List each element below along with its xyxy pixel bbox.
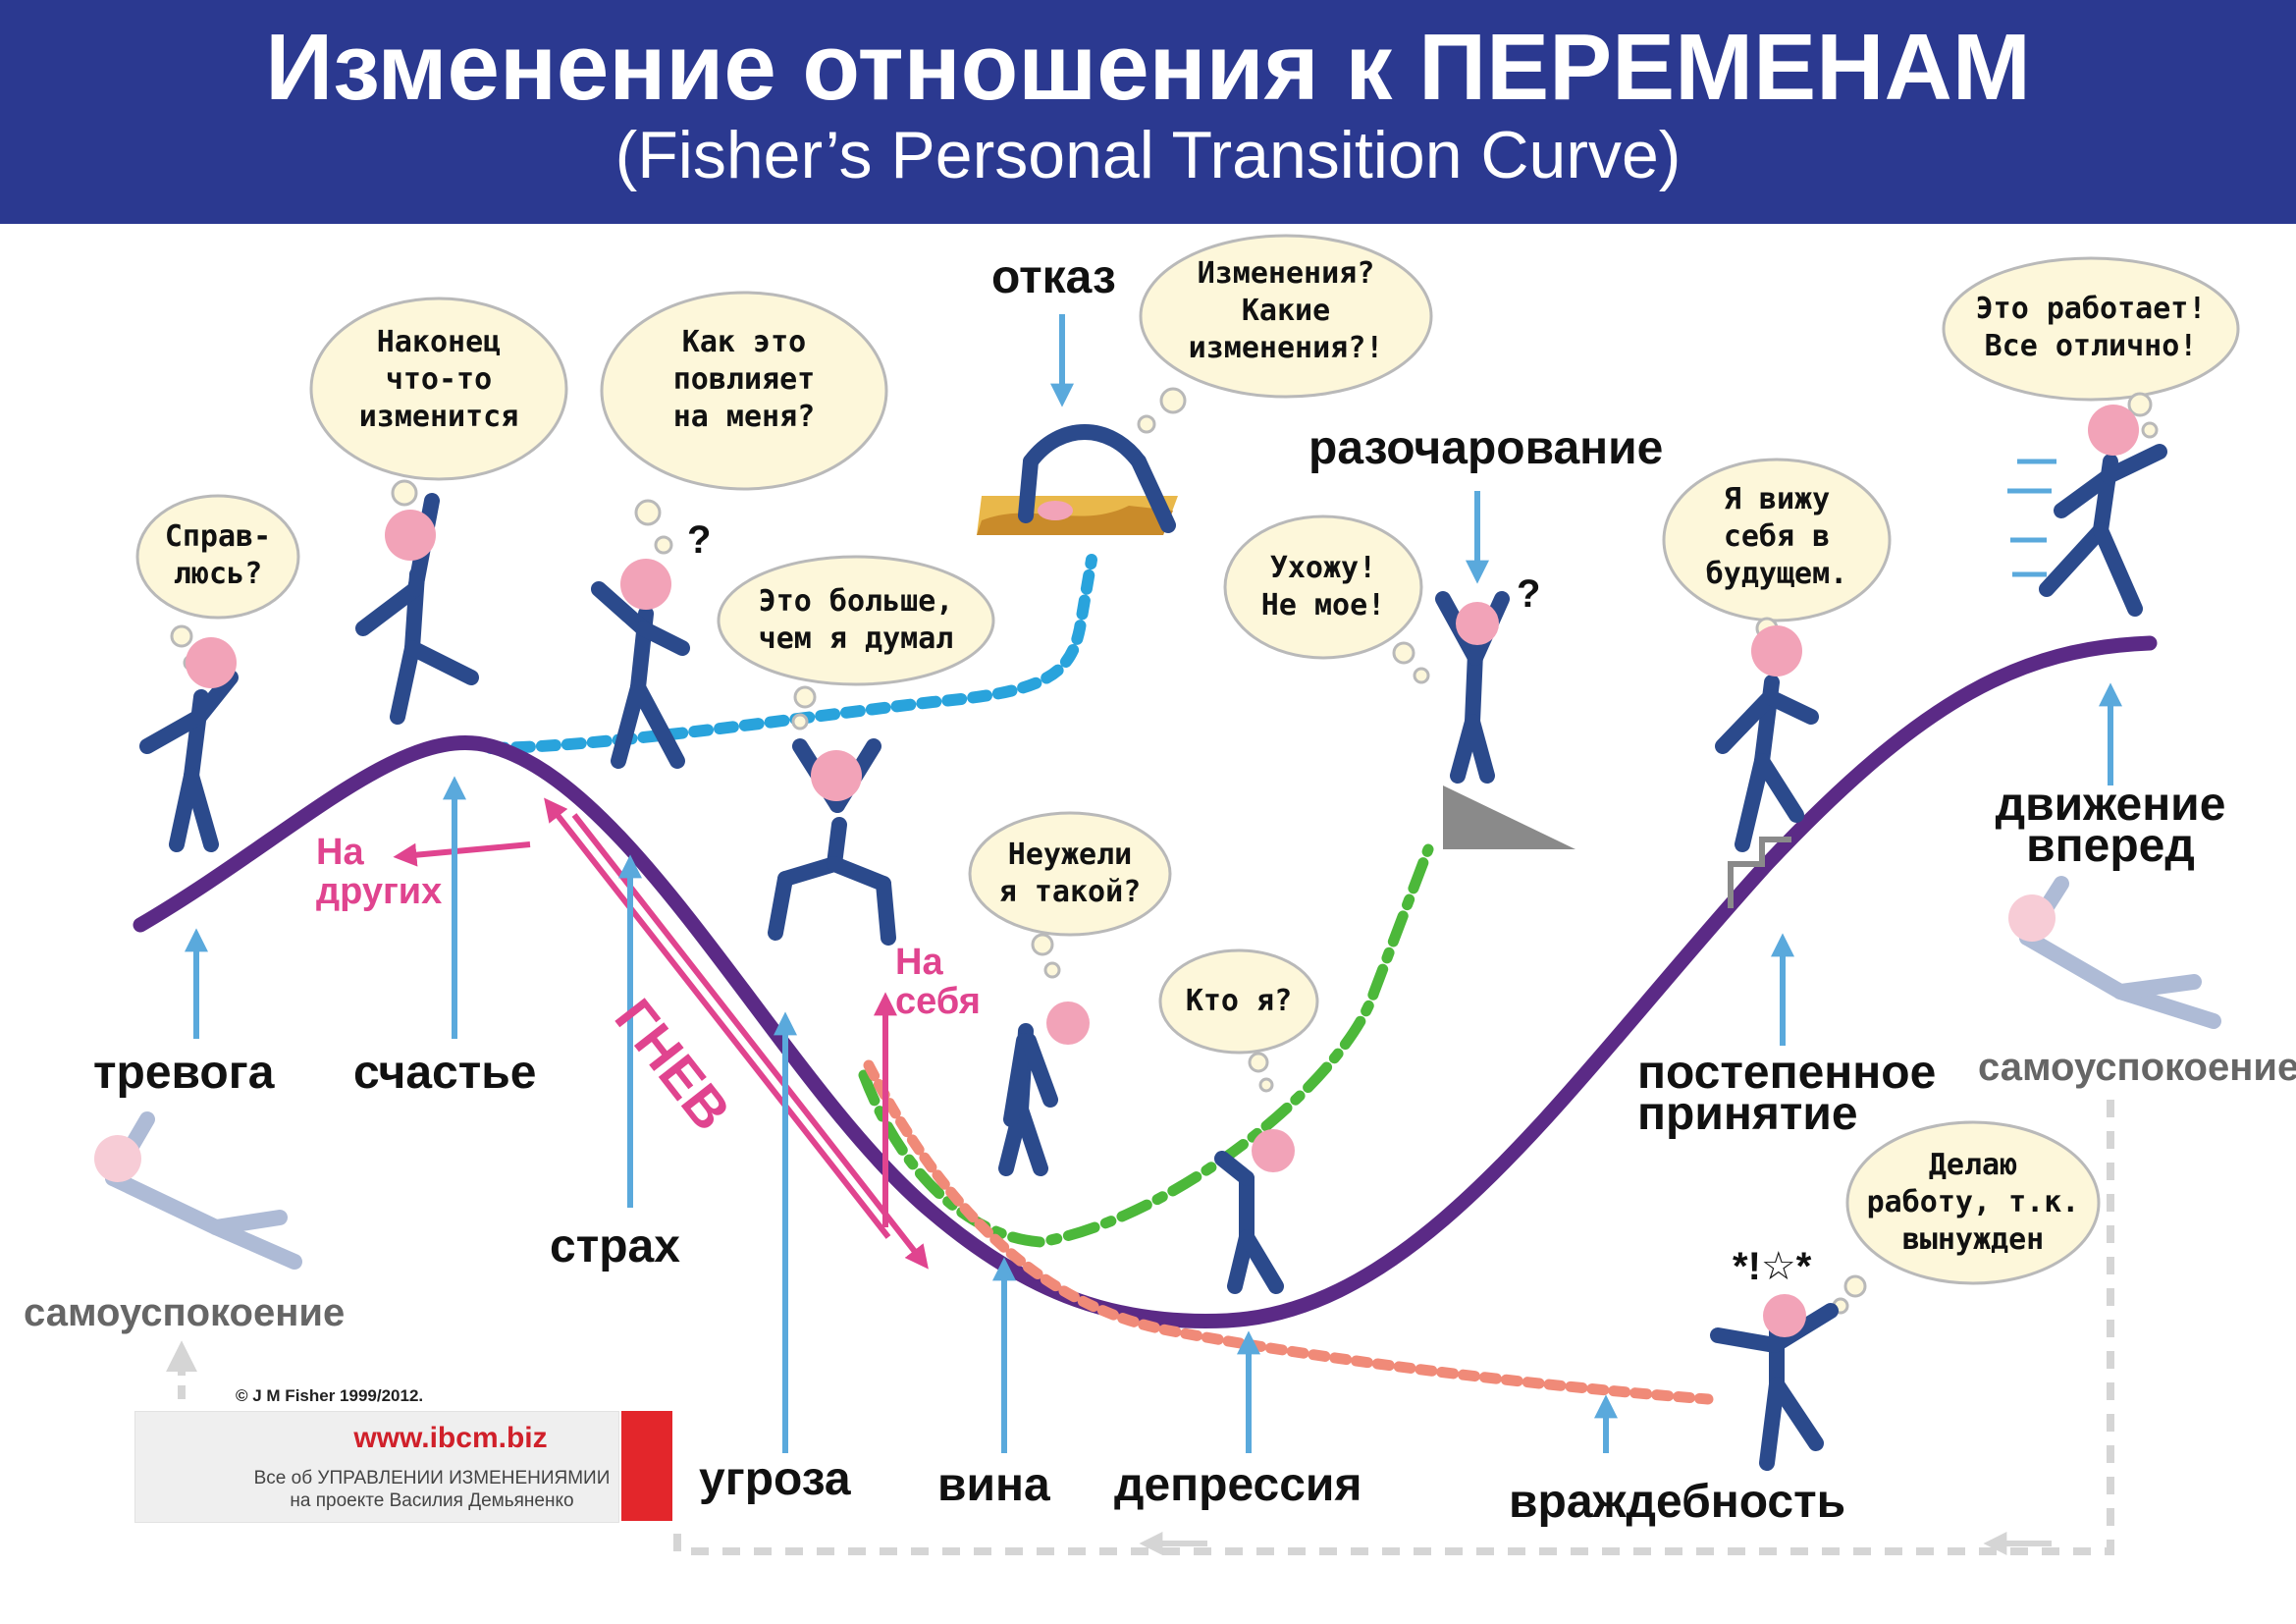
bubble-am-i-text: Неужели я такой? [998,838,1142,909]
bubble-works-text: Это работает! Все отлично! [1975,292,2207,363]
stage-complacency-right: самоуспокоение [1978,1046,2296,1089]
stage-fear: страх [550,1220,680,1272]
figure-anxiety [139,637,239,852]
stage-guilt: вина [937,1459,1050,1511]
stage-acceptance-1: постепенное [1637,1047,1937,1099]
bubble-works [1942,256,2240,402]
slope-ramp [1443,785,1575,849]
title-banner: Изменение отношения к ПЕРЕМЕНАМ (Fisher’… [0,0,2296,224]
logo-line-2: на проекте Василия Демьяненко [290,1490,574,1511]
bubble-how-affect [600,291,888,491]
thought-bubbles [135,234,2240,1315]
page-title: Изменение отношения к ПЕРЕМЕНАМ [265,15,2031,120]
stage-arrows [185,314,2122,1453]
speed-lines [2007,459,2056,577]
stairs [1728,837,1791,908]
stage-anxiety: тревога [93,1047,275,1099]
bubble-who-am-i [1158,948,1319,1055]
bubble-bigger-text: Это больше, чем я думал [758,584,954,656]
stage-happiness: счастье [353,1047,537,1099]
bubble-how-affect-text: Как это повлияет на меня? [672,325,816,434]
figure-fear [591,559,690,769]
hostility-path [863,1059,1714,1405]
page-subtitle: (Fisher’s Personal Transition Curve) [614,118,1682,192]
figure-hostility [1710,1294,1839,1471]
denial-path [485,554,1097,754]
stress-marks: *!☆* [1733,1245,1812,1288]
bubble-am-i [968,811,1172,937]
stage-hostility: враждебность [1509,1476,1846,1528]
stage-moving-forward-1: движение [1995,779,2226,831]
complacency-loop-path [673,1100,2114,1555]
figure-disillusionment [1435,591,1510,784]
transition-curve [133,635,2158,1328]
anger-arrow [544,797,891,1239]
disillusionment-path [858,843,1434,1248]
bubble-changes-text: Изменения? Какие изменения?! [1188,256,1384,365]
bubble-future [1662,458,1892,623]
logo-red-bar [621,1411,672,1521]
figure-happiness [355,493,479,725]
bubble-finally [309,297,568,481]
bubble-future-text: Я вижу себя в будущем. [1705,482,1848,591]
logo-line-1: Все об УПРАВЛЕНИИ ИЗМЕНЕНИЯМИИ [253,1468,611,1489]
figure-acceptance [1715,625,1819,852]
stage-threat: угроза [699,1453,851,1505]
bubble-cope-text: Справ- люсь? [164,519,272,591]
anger-on-self-1: На [895,942,943,983]
anger-on-self-2: себя [895,981,981,1022]
bubble-leaving-text: Ухожу! Не мое! [1260,551,1386,623]
bubble-changes [1139,234,1433,399]
bubble-cope [135,494,300,620]
question-mark-disillusion: ? [1517,572,1541,616]
anger-on-others-2: других [316,871,443,912]
figure-complacency-left [94,1111,302,1270]
bubble-forced-text: Делаю работу, т.к. вынужден [1866,1148,2080,1257]
question-mark-fear: ? [687,518,712,562]
figure-threat [768,738,896,946]
bubble-bigger [717,555,995,686]
stage-moving-forward-2: вперед [2026,820,2195,872]
sand-pile [977,496,1178,535]
figure-guilt [998,1001,1090,1176]
figure-denial [1018,424,1176,533]
stage-depression: депрессия [1114,1459,1362,1511]
logo-url[interactable]: www.ibcm.biz [353,1422,548,1454]
figure-complacency-right [2008,876,2221,1029]
logo-panel [134,1411,619,1523]
stage-complacency-left: самоуспокоение [24,1291,346,1334]
copyright: © J M Fisher 1999/2012. [236,1386,424,1405]
stage-denial: отказ [991,251,1116,303]
figure-moving-forward [2039,405,2167,617]
stage-acceptance-2: принятие [1637,1088,1858,1140]
figure-depression [1214,1129,1295,1294]
bubble-who-am-i-text: Кто я? [1185,984,1293,1018]
anger-on-others-arrow [393,841,531,867]
bubble-forced [1845,1120,2101,1285]
bubble-finally-text: Наконец что-то изменится [358,325,519,434]
stage-disillusionment: разочарование [1308,422,1664,474]
anger-on-others-1: На [316,832,364,873]
bubble-leaving [1223,514,1423,660]
